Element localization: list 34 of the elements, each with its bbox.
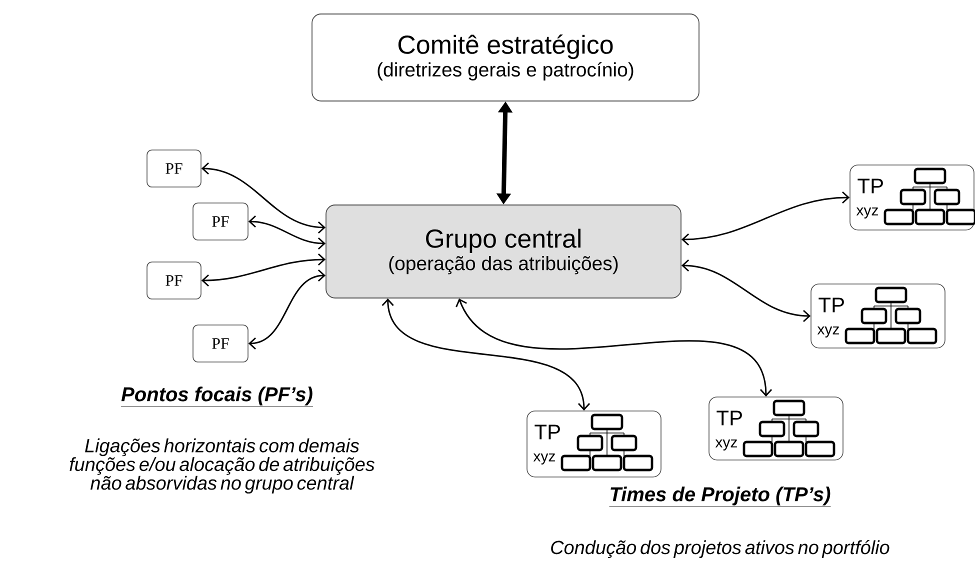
box (326, 204, 682, 298)
box-subtitle: (operação das atribuições) (389, 256, 618, 274)
arrow (201, 253, 326, 287)
team-label: TP (858, 178, 883, 194)
team-box (526, 410, 662, 478)
team-label: xyz (856, 207, 878, 218)
team-box (810, 284, 946, 348)
arrow (248, 269, 326, 350)
team-label: xyz (817, 326, 839, 338)
section-heading: Times de Projeto (TP’s) (609, 486, 831, 507)
pf-box: PF (192, 324, 248, 362)
box-subtitle: (diretrizes gerais e patrocínio) (378, 62, 634, 80)
box (312, 14, 700, 102)
pf-box: PF (146, 150, 202, 188)
description-text: Condução dos projetos ativos no portfólio (551, 540, 890, 558)
arrow (681, 259, 811, 322)
box-title: Grupo central (426, 228, 580, 253)
team-label: xyz (533, 453, 555, 464)
team-label: xyz (715, 439, 737, 450)
box-title: Comitê estratégico (398, 34, 613, 60)
arrow (382, 298, 590, 411)
arrow (248, 215, 326, 250)
arrow (456, 298, 772, 397)
section-heading: Pontos focais (PF’s) (120, 386, 314, 407)
arrow (201, 162, 326, 234)
team-label: TP (716, 410, 742, 426)
team-box (708, 396, 844, 460)
description-text: Ligações horizontais com demais funções e/ou alocação de atribuições não absorvidas no grupo central (70, 438, 374, 494)
arrow (681, 191, 850, 246)
team-label: TP (818, 298, 844, 312)
team-box (850, 164, 975, 230)
pf-box: PF (146, 262, 202, 300)
team-label: TP (534, 424, 560, 440)
pf-box: PF (192, 202, 248, 240)
